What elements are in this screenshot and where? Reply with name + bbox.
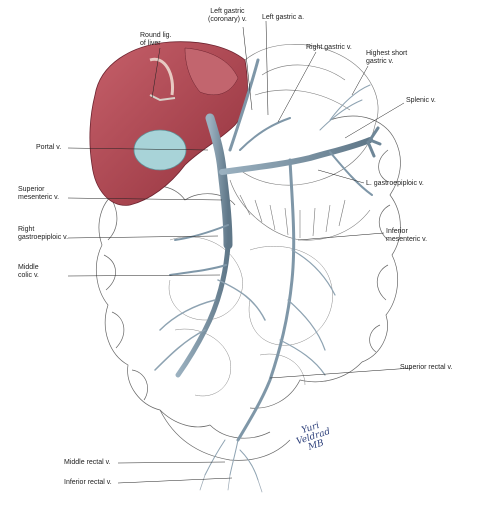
portal-vein-tree xyxy=(154,58,382,493)
leader-lines xyxy=(67,20,413,484)
label-right-gastroepiploic-vein: Right gastroepiploic v. xyxy=(18,226,69,241)
label-splenic-vein: Splenic v. xyxy=(406,97,436,104)
label-inferior-mesenteric-vein: Inferior mesenteric v. xyxy=(386,228,428,243)
colon-outline xyxy=(96,115,401,461)
label-portal-vein: Portal v. xyxy=(36,144,62,151)
label-superior-mesenteric-vein: Superior mesenteric v. xyxy=(18,186,60,201)
label-left-gastric-vein: Left gastric (coronary) v. xyxy=(208,8,247,23)
label-middle-rectal-vein: Middle rectal v. xyxy=(64,459,111,466)
label-right-gastric-vein: Right gastric v. xyxy=(306,44,352,51)
gallbladder xyxy=(133,129,187,171)
label-left-gastric-artery: Left gastric a. xyxy=(262,14,305,21)
label-inferior-rectal-vein: Inferior rectal v. xyxy=(64,479,112,486)
label-left-gastroepiploic-vein: L. gastroepiploic v. xyxy=(366,180,424,187)
liver xyxy=(89,41,248,206)
label-round-ligament: Round lig. of liver xyxy=(140,32,172,47)
label-highest-short-gastric-vein: Highest short gastric v. xyxy=(366,50,408,65)
label-superior-rectal-vein: Superior rectal v. xyxy=(400,364,453,371)
label-middle-colic-vein: Middle colic v. xyxy=(18,264,39,279)
stomach-outline xyxy=(229,44,379,241)
